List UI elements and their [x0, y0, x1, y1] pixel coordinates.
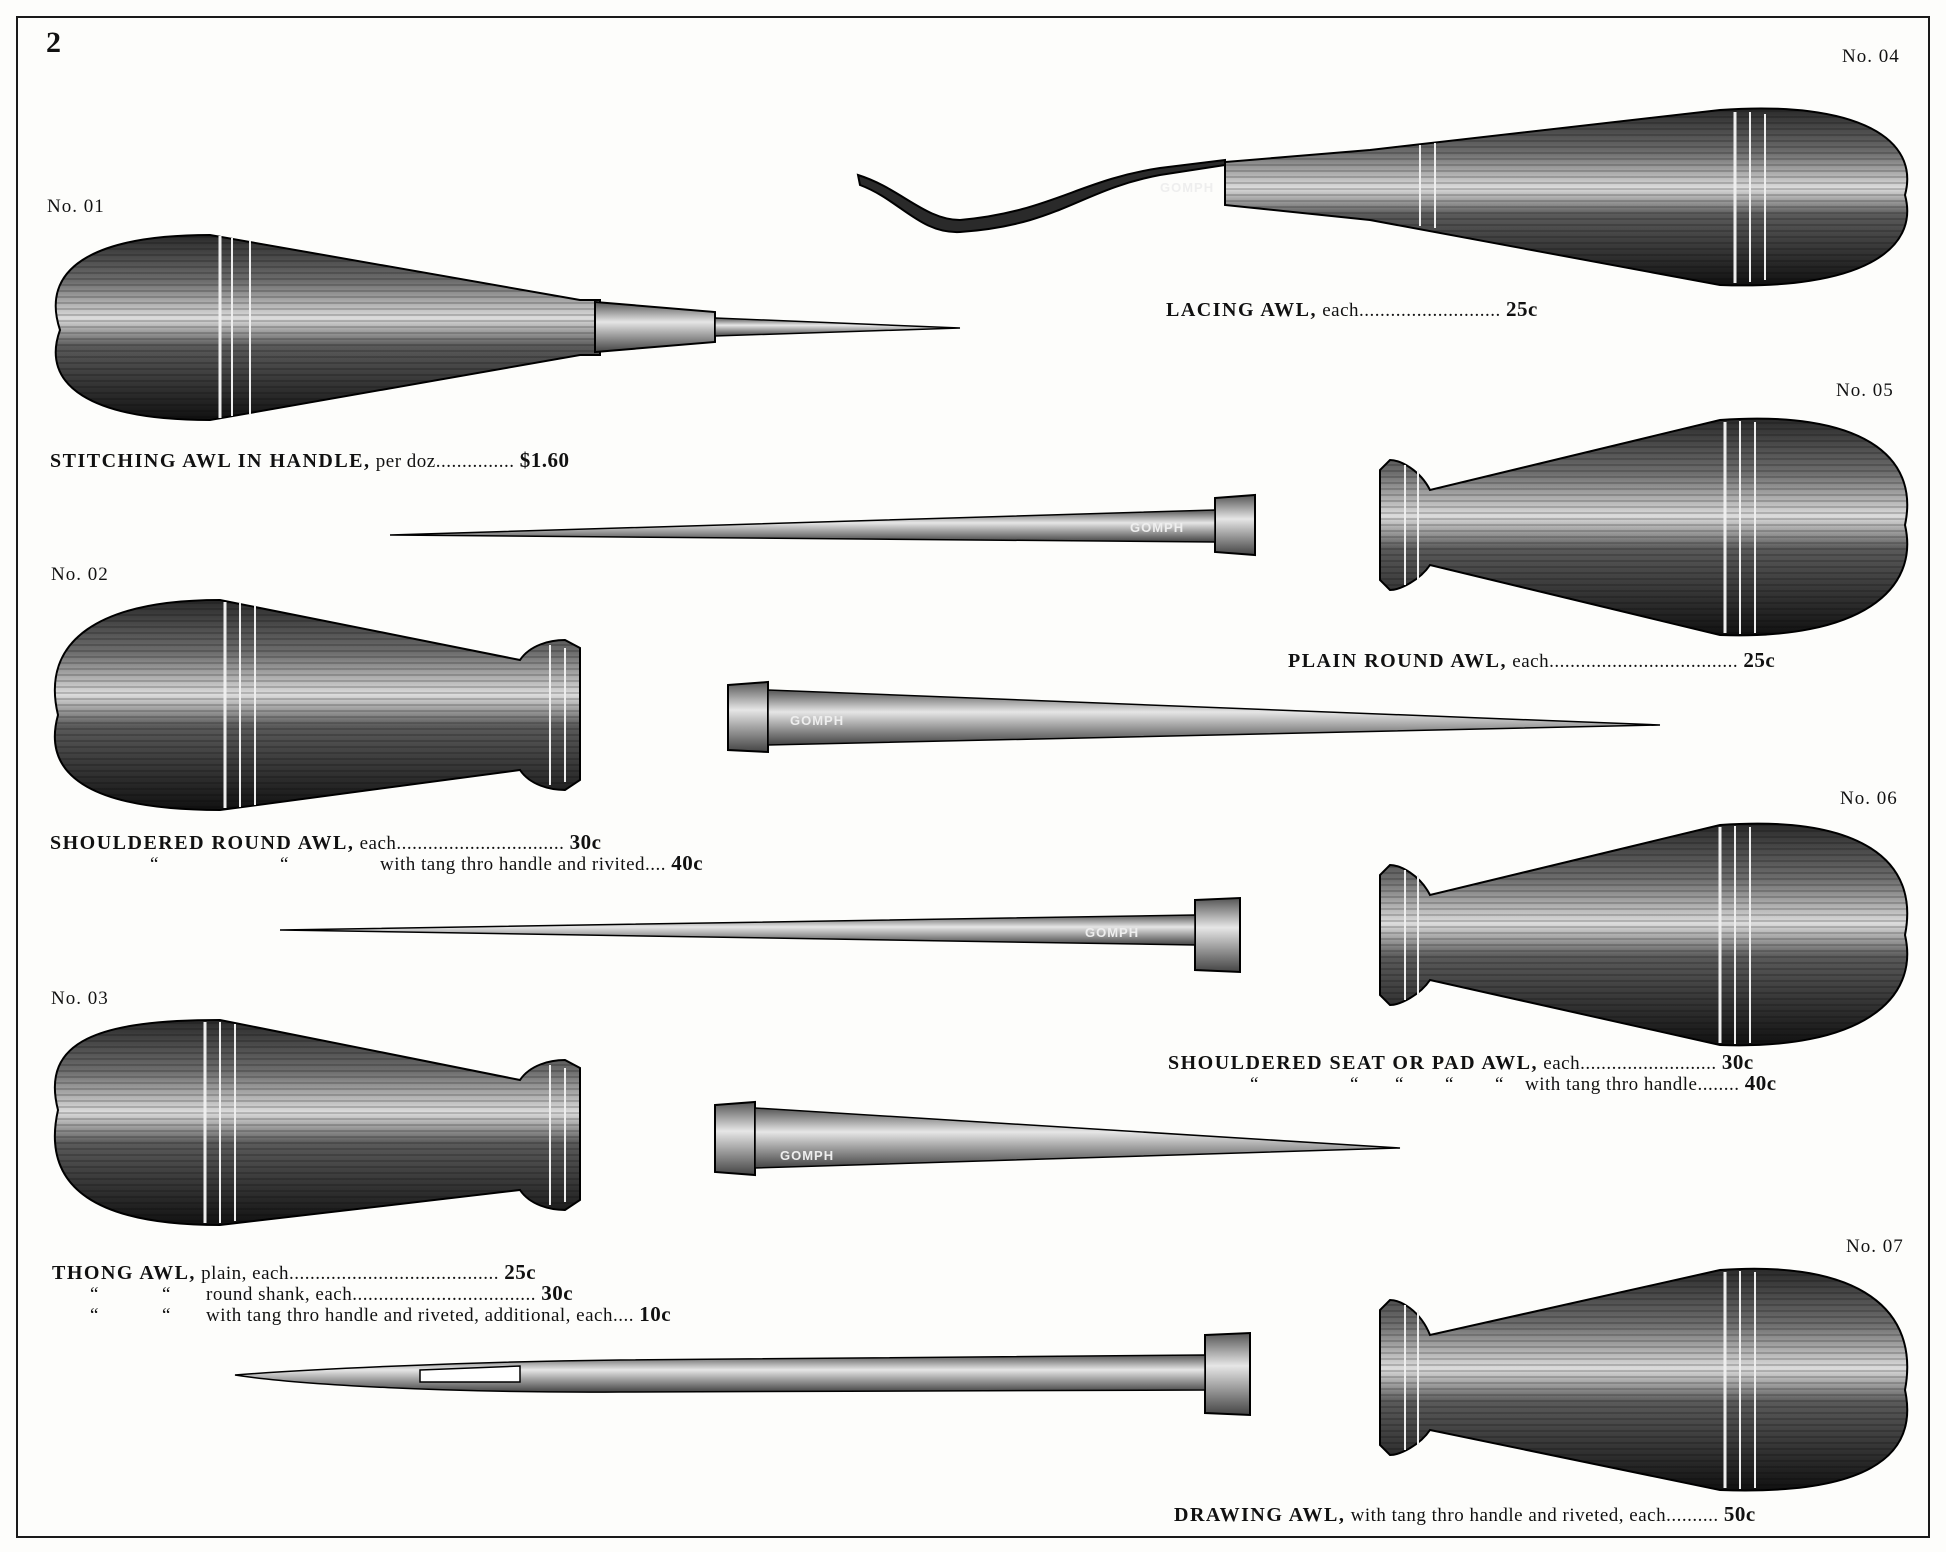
item-number-07: No. 07: [1846, 1236, 1904, 1257]
drawing-awl-illustration: [234, 1267, 1909, 1492]
price: 30c: [569, 830, 602, 854]
price: $1.60: [519, 448, 570, 472]
price: 10c: [639, 1302, 672, 1326]
lacing-awl-illustration: GOMPH: [856, 107, 1909, 287]
stitching-awl-illustration: [54, 233, 961, 422]
plain-round-awl-illustration: GOMPH: [389, 417, 1909, 637]
shouldered-round-awl-illustration: GOMPH: [53, 598, 1661, 812]
thong-awl-illustration: GOMPH: [53, 1018, 1401, 1227]
page-number: 2: [46, 26, 61, 59]
caption-shouldered-seat-awl-variant: “““““with tang thro handle........ 40c: [1250, 1071, 1777, 1095]
brand-mark: GOMPH: [790, 713, 844, 728]
price: 50c: [1723, 1502, 1756, 1526]
shouldered-seat-awl-illustration: GOMPH: [279, 822, 1909, 1047]
price: 40c: [671, 851, 704, 875]
price: 25c: [504, 1260, 537, 1284]
caption-drawing-awl: DRAWING AWL, with tang thro handle and r…: [1174, 1502, 1756, 1526]
item-number-02: No. 02: [51, 564, 109, 585]
caption-lacing-awl: LACING AWL, each........................…: [1166, 297, 1538, 321]
price: 40c: [1744, 1071, 1777, 1095]
item-number-04: No. 04: [1842, 46, 1900, 67]
price: 25c: [1506, 297, 1538, 321]
caption-plain-round-awl: PLAIN ROUND AWL, each...................…: [1288, 648, 1776, 672]
item-number-05: No. 05: [1836, 380, 1894, 401]
brand-mark: GOMPH: [1130, 520, 1184, 535]
caption-thong-awl: THONG AWL, plain, each..................…: [52, 1260, 537, 1284]
item-number-01: No. 01: [47, 196, 105, 217]
caption-shouldered-round-awl-variant: ““with tang thro handle and rivited.... …: [150, 851, 704, 875]
brand-mark: GOMPH: [1085, 925, 1139, 940]
price: 30c: [1721, 1050, 1754, 1074]
brand-mark: GOMPH: [1160, 180, 1214, 195]
caption-shouldered-seat-awl: SHOULDERED SEAT OR PAD AWL, each........…: [1168, 1050, 1754, 1074]
page-border: [16, 16, 1930, 1538]
caption-thong-awl-riveted: ““with tang thro handle and riveted, add…: [90, 1302, 672, 1326]
item-number-03: No. 03: [51, 988, 109, 1009]
caption-stitching-awl: STITCHING AWL IN HANDLE, per doz........…: [50, 448, 570, 472]
brand-mark: GOMPH: [780, 1148, 834, 1163]
price: 30c: [541, 1281, 574, 1305]
item-number-06: No. 06: [1840, 788, 1898, 809]
caption-shouldered-round-awl: SHOULDERED ROUND AWL, each..............…: [50, 830, 602, 854]
price: 25c: [1743, 648, 1776, 672]
caption-thong-awl-round-shank: ““round shank, each.....................…: [90, 1281, 574, 1305]
